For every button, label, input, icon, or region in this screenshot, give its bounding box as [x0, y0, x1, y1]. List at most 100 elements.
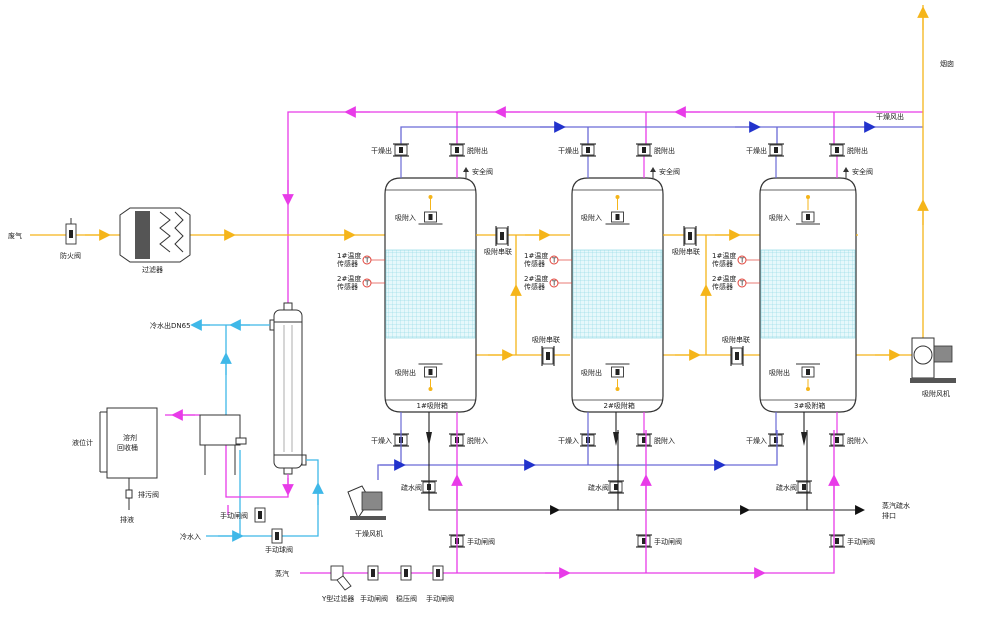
desorb-in-valve[interactable]	[636, 433, 652, 447]
adsorb-in-label: 吸附入	[395, 213, 416, 222]
adsorb-out-label: 吸附出	[395, 368, 416, 377]
desorb-in-valve[interactable]	[829, 433, 845, 447]
desorb-out-valve[interactable]	[829, 143, 845, 157]
desorb-out-valve[interactable]	[449, 143, 465, 157]
safety-valve-label: 安全阀	[472, 167, 493, 176]
dry-air-out-label: 干燥风出	[876, 112, 904, 121]
condenser[interactable]	[269, 302, 307, 475]
desorb-in-label: 脱附入	[847, 436, 868, 445]
temperature-sensor-2[interactable]: T	[362, 278, 385, 288]
temperature-sensor-1[interactable]: T	[549, 255, 572, 265]
drain-lines: 蒸汽疏水 排口	[428, 430, 910, 520]
dry-out-valve[interactable]	[768, 143, 784, 157]
temperature-sensor-1[interactable]: T	[737, 255, 760, 265]
cooling-out-label: 冷水出DN65	[150, 321, 191, 330]
series-valve-2b[interactable]	[730, 346, 744, 366]
drain-valve-label: 排污阀	[138, 490, 159, 499]
filter-label: 过滤器	[142, 265, 163, 274]
adsorb-in-valve[interactable]	[424, 211, 437, 223]
pressure-valve-label: 稳压阀	[396, 594, 417, 603]
adsorb-in-label: 吸附入	[581, 213, 602, 222]
cooling-in-label: 冷水入	[180, 532, 201, 541]
dry-out-label: 干燥出	[746, 146, 767, 155]
adsorb-in-valve[interactable]	[611, 211, 624, 223]
steam-drain-outlet-label-1: 蒸汽疏水	[882, 501, 910, 510]
condensate-lines	[165, 409, 294, 515]
sensor-label-line1: 1#温度	[712, 251, 736, 260]
adsorb-fan-label: 吸附风机	[922, 389, 950, 398]
dry-out-valve[interactable]	[580, 143, 596, 157]
adsorption-tank-2[interactable]: 吸附入吸附出2#吸附箱T1#温度传感器T2#温度传感器干燥出脱附出安全阀干燥入脱…	[524, 143, 682, 548]
temperature-sensor-2[interactable]: T	[737, 278, 760, 288]
series-valve-2a[interactable]	[683, 226, 697, 246]
cooling-water-lines: 冷水出DN65 冷水入	[150, 319, 324, 542]
sensor-label-line2: 传感器	[337, 282, 358, 291]
dry-in-valve[interactable]	[768, 433, 784, 447]
steam-gate-label: 手动闸阀	[467, 537, 495, 546]
series-valve-1b[interactable]	[541, 346, 555, 366]
safety-valve-icon[interactable]	[843, 167, 849, 172]
manual-ball-valve[interactable]: 手动球阀	[265, 528, 293, 554]
series-label-1b: 吸附串联	[532, 335, 560, 344]
adsorb-out-label: 吸附出	[581, 368, 602, 377]
dry-out-valve[interactable]	[393, 143, 409, 157]
adsorption-tank-3[interactable]: 吸附入吸附出3#吸附箱T1#温度传感器T2#温度传感器干燥出脱附出安全阀干燥入脱…	[712, 143, 875, 548]
desorb-out-label: 脱附出	[467, 146, 488, 155]
steam-manual-gate-valve[interactable]	[829, 534, 845, 548]
dry-fan[interactable]: 干燥风机	[347, 485, 386, 538]
adsorb-out-valve[interactable]	[611, 366, 624, 378]
steam-manual-gate-label-2: 手动闸阀	[426, 594, 454, 603]
tank-name-label: 2#吸附箱	[604, 401, 635, 410]
sensor-label-line1: 2#温度	[337, 274, 361, 283]
sensor-label-line2: 传感器	[712, 282, 733, 291]
sensor-t-glyph: T	[551, 280, 557, 288]
filter-unit[interactable]: 过滤器	[119, 207, 191, 274]
adsorb-fan[interactable]: 吸附风机	[910, 337, 956, 398]
fire-damper[interactable]: 防火阀	[60, 218, 81, 260]
dry-fan-label: 干燥风机	[355, 529, 383, 538]
adsorb-out-valve[interactable]	[801, 366, 815, 378]
sensor-t-glyph: T	[739, 280, 745, 288]
desorb-out-label: 脱附出	[847, 146, 868, 155]
desorb-in-label: 脱附入	[467, 436, 488, 445]
adsorb-out-valve[interactable]	[424, 366, 437, 378]
pressure-stabilizing-valve[interactable]: 稳压阀	[396, 565, 417, 603]
adsorption-tank-1[interactable]: 吸附入吸附出1#吸附箱T1#温度传感器T2#温度传感器干燥出脱附出安全阀干燥入脱…	[337, 143, 495, 548]
tank-name-label: 1#吸附箱	[417, 401, 448, 410]
y-filter[interactable]: Y型过滤器	[321, 565, 354, 603]
desorb-out-label: 脱附出	[654, 146, 675, 155]
drain-trap-valve[interactable]	[608, 480, 624, 494]
adsorbent-bed	[760, 249, 856, 339]
temperature-sensor-1[interactable]: T	[362, 255, 385, 265]
recovery-tank-label-2: 回收桶	[117, 443, 138, 452]
adsorb-in-valve[interactable]	[801, 211, 815, 223]
steam-manual-gate-valve[interactable]: 手动闸阀	[360, 565, 388, 603]
desorb-out-valve[interactable]	[636, 143, 652, 157]
chimney-label: 烟囱	[940, 59, 954, 68]
safety-valve-icon[interactable]	[650, 167, 656, 172]
drain-valve-label: 疏水阀	[776, 483, 797, 492]
drain-arrow-icon	[801, 432, 807, 446]
steam-gate-label: 手动闸阀	[847, 537, 875, 546]
drain-trap-valve[interactable]	[796, 480, 812, 494]
safety-valve-icon[interactable]	[463, 167, 469, 172]
sensor-label-line2: 传感器	[712, 259, 733, 268]
safety-valve-label: 安全阀	[659, 167, 680, 176]
temperature-sensor-2[interactable]: T	[549, 278, 572, 288]
series-label-2b: 吸附串联	[722, 335, 750, 344]
safety-valve-label: 安全阀	[852, 167, 873, 176]
waste-gas-line: 废气	[8, 229, 385, 241]
steam-manual-gate-valve-2[interactable]: 手动闸阀	[426, 565, 454, 603]
sensor-t-glyph: T	[739, 257, 745, 265]
separator[interactable]	[199, 414, 247, 475]
drain-valve-label: 疏水阀	[588, 483, 609, 492]
series-valve-1a[interactable]	[495, 226, 509, 246]
waste-gas-label: 废气	[8, 231, 22, 240]
fire-damper-label: 防火阀	[60, 251, 81, 260]
adsorbent-bed	[385, 249, 476, 339]
solvent-recovery-tank[interactable]: 溶剂 回收桶 液位计 排污阀 排液	[72, 407, 159, 524]
steam-manual-gate-valve[interactable]	[636, 534, 652, 548]
tank-name-label: 3#吸附箱	[794, 401, 825, 410]
manual-gate-valve-condensate[interactable]: 手动闸阀	[220, 507, 266, 523]
sensor-label-line1: 2#温度	[524, 274, 548, 283]
